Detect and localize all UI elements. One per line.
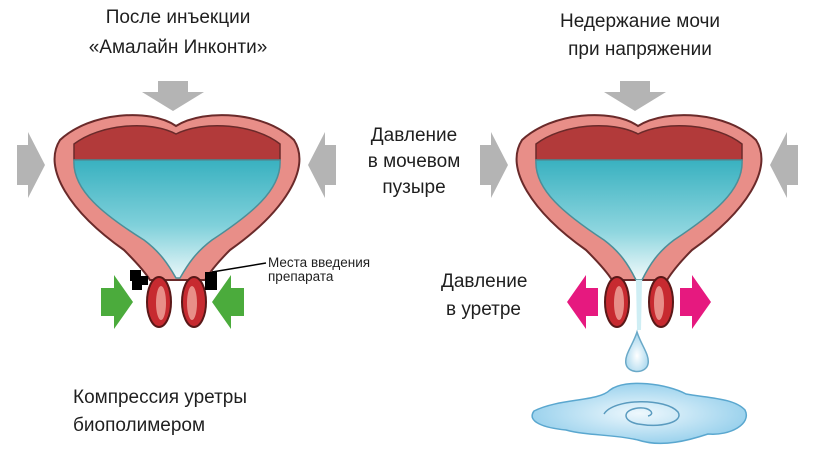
bladder-pressure-line-3: пузыре <box>382 176 446 198</box>
left-title-line-2: «Амалайн Инконти» <box>88 36 268 58</box>
right-bladder <box>515 114 763 330</box>
injection-marker-left-a <box>130 270 141 281</box>
injection-sites-label: Места введения препарата <box>268 255 371 285</box>
compression-arrow-left <box>101 275 133 329</box>
right-title-line-2: при напряжении <box>568 38 712 60</box>
left-top-pressure-arrow <box>142 81 204 111</box>
bladder-pressure-line-2: в мочевом <box>367 150 461 172</box>
compression-label: Компрессия уретры биополимером <box>73 386 247 438</box>
urine-stream <box>636 280 642 330</box>
left-sphincter-left-inner <box>156 286 166 320</box>
injection-marker-left-c <box>132 280 142 290</box>
left-side-pressure-arrow-right <box>308 132 336 198</box>
right-title: Недержание мочи при напряжении <box>520 10 760 62</box>
urine-puddle <box>531 382 748 445</box>
left-sphincter-right-inner <box>187 286 197 320</box>
right-top-pressure-arrow <box>604 81 666 111</box>
injection-marker-right <box>205 272 217 290</box>
right-sphincter-right-inner <box>654 286 664 320</box>
urethra-pressure-line-2: в уретре <box>446 298 521 320</box>
injection-pointer-line <box>211 262 267 273</box>
injection-marker-left-b <box>139 276 148 285</box>
left-title: После инъекции «Амалайн Инконти» <box>58 6 298 60</box>
right-bladder-lining <box>535 125 743 161</box>
right-sphincter-left-inner <box>614 286 624 320</box>
left-urine <box>73 159 281 279</box>
urethra-pressure-arrow-left <box>567 275 598 329</box>
urine-drop <box>624 329 650 373</box>
compression-line-2: биополимером <box>73 414 206 436</box>
urethra-pressure-arrow-right <box>680 275 711 329</box>
bladder-pressure-label: Давление в мочевом пузыре <box>352 124 476 199</box>
compression-line-1: Компрессия уретры <box>73 387 248 408</box>
left-side-pressure-arrow-left <box>17 132 45 198</box>
compression-arrow-right <box>212 275 244 329</box>
left-bladder-lining <box>73 125 281 161</box>
right-side-pressure-arrow-right <box>770 132 798 198</box>
puddle-swirl <box>603 401 680 426</box>
left-bladder <box>53 114 301 328</box>
urethra-pressure-line-1: Давление <box>441 271 528 292</box>
urethra-pressure-label: Давление в уретре <box>441 270 527 322</box>
bladder-pressure-line-1: Давление <box>370 125 458 146</box>
injection-sites-line-1: Места введения <box>268 255 371 270</box>
right-title-line-1: Недержание мочи <box>559 11 721 32</box>
left-title-line-1: После инъекции <box>105 7 251 28</box>
injection-sites-line-2: препарата <box>268 269 334 285</box>
right-side-pressure-arrow-left <box>480 132 508 198</box>
